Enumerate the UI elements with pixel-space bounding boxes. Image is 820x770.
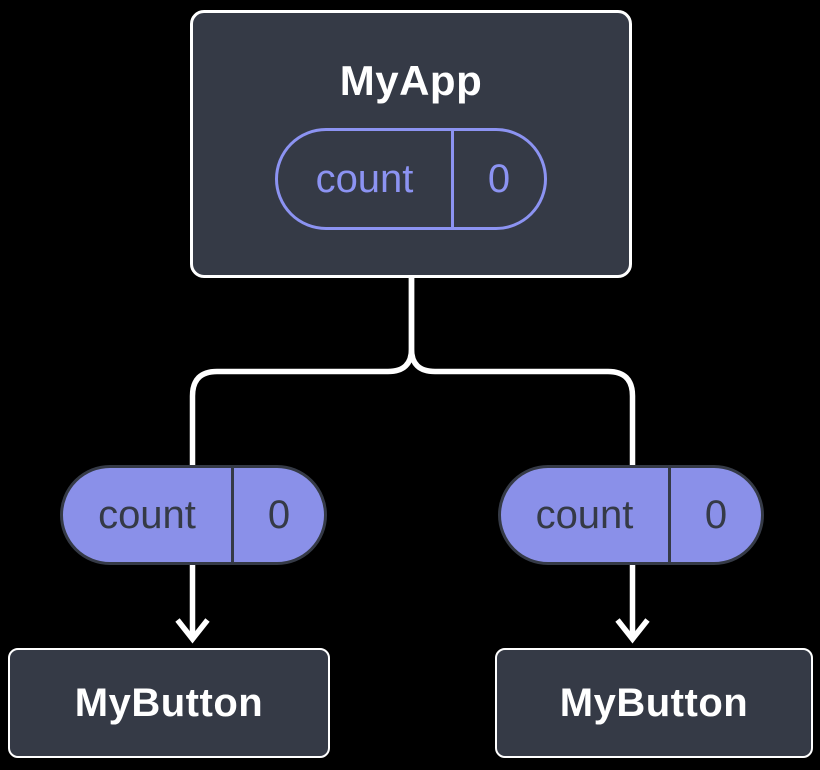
down-arrowhead-right-icon [615, 618, 650, 644]
mybutton-node-right: MyButton [495, 648, 813, 758]
pill-divider [231, 468, 234, 562]
down-arrowhead-left-icon [175, 618, 210, 644]
left-prop-pill: count 0 [60, 465, 327, 565]
connector-root-to-right-child [408, 276, 636, 637]
left-prop-pill-label: count [98, 492, 196, 537]
connector-root-to-left-child [189, 276, 415, 637]
myapp-state-pill: count 0 [275, 128, 547, 230]
myapp-node-title: MyApp [339, 57, 483, 104]
right-prop-pill: count 0 [498, 465, 764, 565]
myapp-state-pill-label: count [315, 156, 414, 201]
right-prop-pill-label: count [535, 492, 634, 537]
mybutton-node-right-title: MyButton [559, 680, 749, 725]
pill-divider [668, 468, 671, 562]
left-prop-pill-value: 0 [267, 492, 291, 537]
mybutton-node-left-title: MyButton [74, 680, 264, 725]
pill-divider [451, 131, 454, 227]
right-prop-pill-value: 0 [704, 492, 728, 537]
mybutton-node-left: MyButton [8, 648, 330, 758]
myapp-state-pill-value: 0 [487, 156, 511, 201]
